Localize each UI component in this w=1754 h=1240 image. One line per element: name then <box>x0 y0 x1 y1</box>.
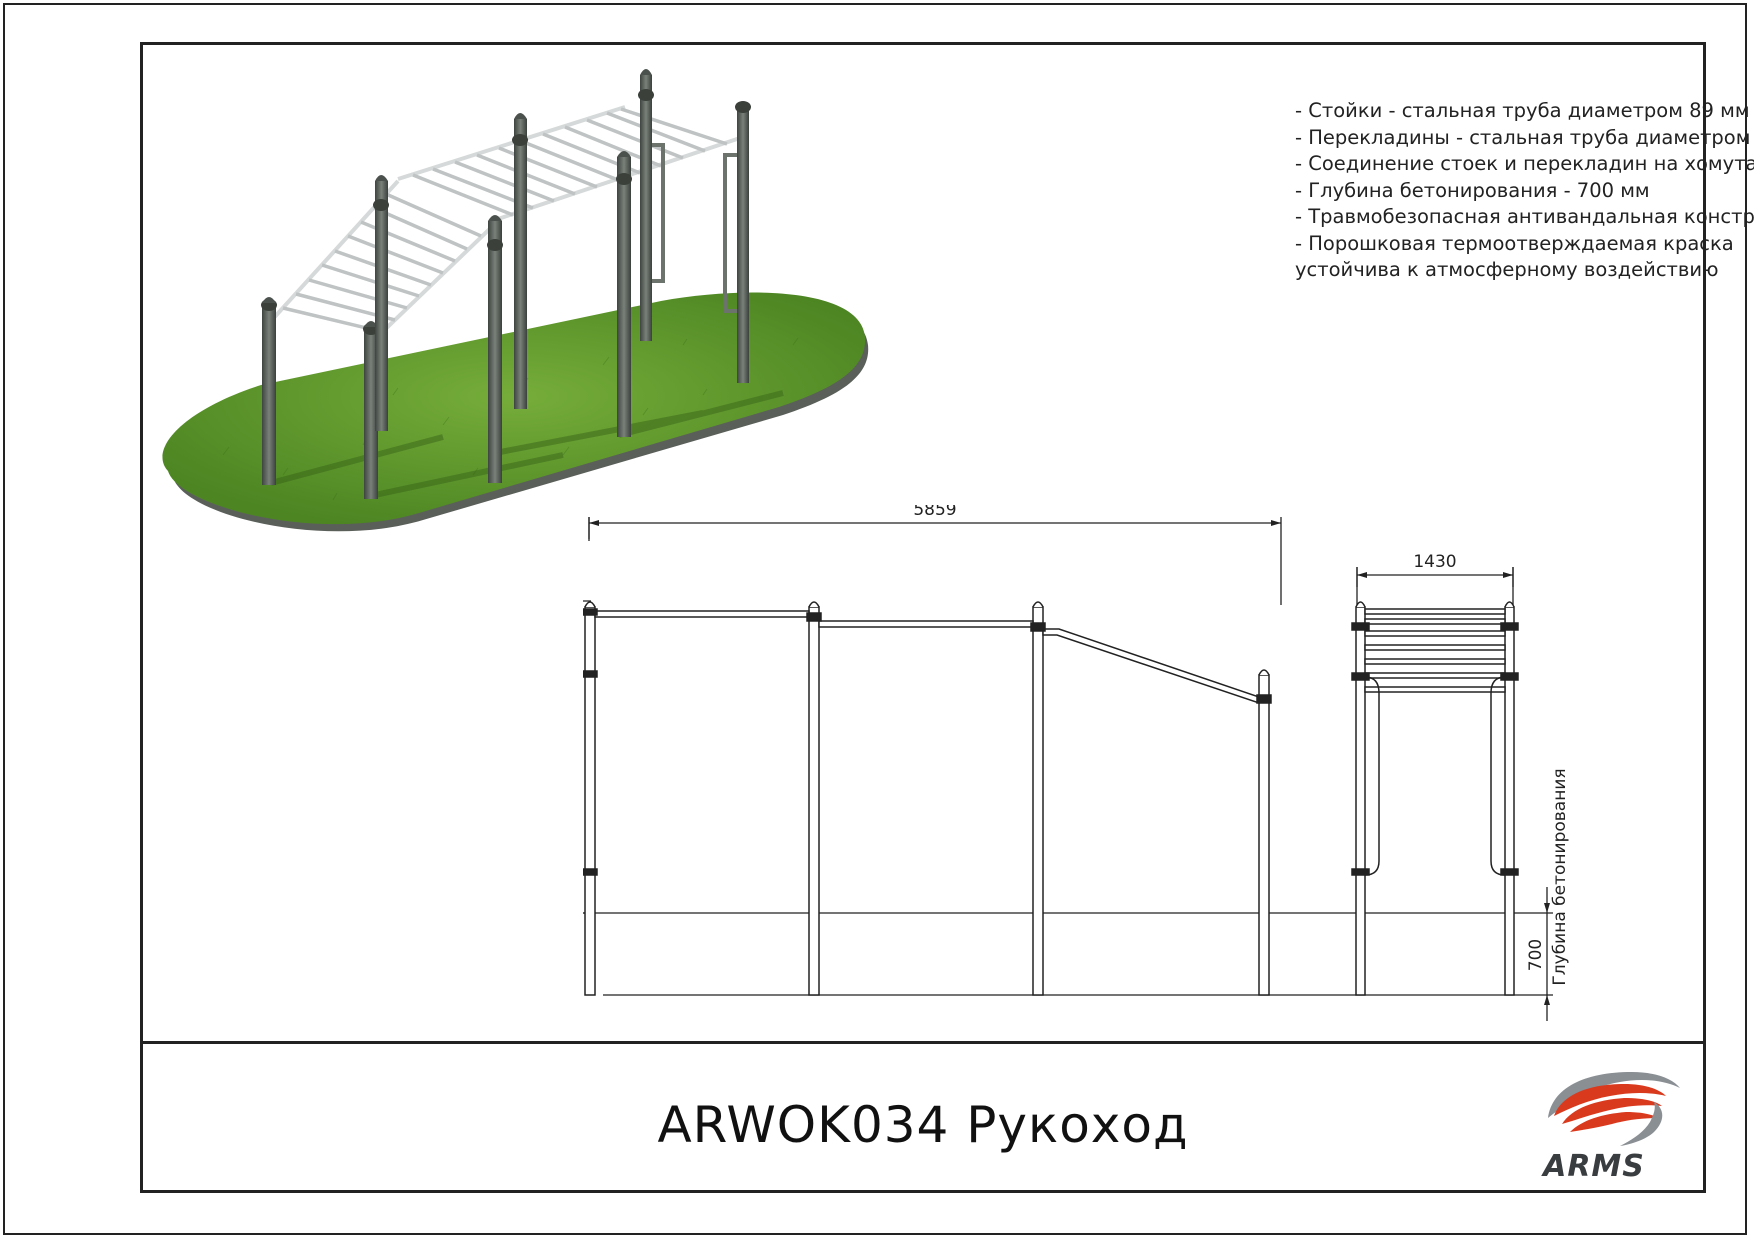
depth-caption: Глубина бетонирования <box>1550 768 1570 985</box>
width-dimension-label: 1430 <box>1413 552 1456 572</box>
drawing-frame: - Стойки - стальная труба диаметром 89 м… <box>140 42 1754 1193</box>
spec-item: - Перекладины - стальная труба диаметром… <box>1295 125 1754 149</box>
title-block: ARWOK034 Рукоход <box>143 1041 1703 1190</box>
document-title: ARWOK034 Рукоход <box>657 1096 1189 1154</box>
spec-list: - Стойки - стальная труба диаметром 89 м… <box>1295 98 1754 284</box>
length-dimension-label: 5859 <box>913 505 956 520</box>
spec-item: устойчива к атмосферному воздействию <box>1295 258 1719 281</box>
posts-3d <box>261 69 751 499</box>
arms-logo: ARMS <box>1541 1072 1680 1182</box>
sheet-outer-border <box>3 3 1747 1235</box>
depth-dimension-label: 700 <box>1526 939 1546 971</box>
spec-item: - Порошковая термоотверждаемая краска <box>1295 231 1734 255</box>
spec-item: - Травмобезопасная антивандальная констр… <box>1295 205 1754 228</box>
logo-swoosh-icon <box>1548 1072 1680 1146</box>
side-elevation <box>1351 601 1519 996</box>
logo-wordmark: ARMS <box>1541 1149 1645 1182</box>
technical-drawing: 5859 2630 1430 700 Глубина бетонирования <box>583 505 1570 1021</box>
spec-item: - Глубина бетонирования - 700 мм <box>1295 178 1650 202</box>
product-3d-render <box>162 69 869 532</box>
spec-item: - Соединение стоек и перекладин на хомут… <box>1295 152 1754 175</box>
grass-pad <box>162 292 866 525</box>
front-elevation <box>583 601 1272 996</box>
spec-item: - Стойки - стальная труба диаметром 89 м… <box>1295 99 1750 122</box>
